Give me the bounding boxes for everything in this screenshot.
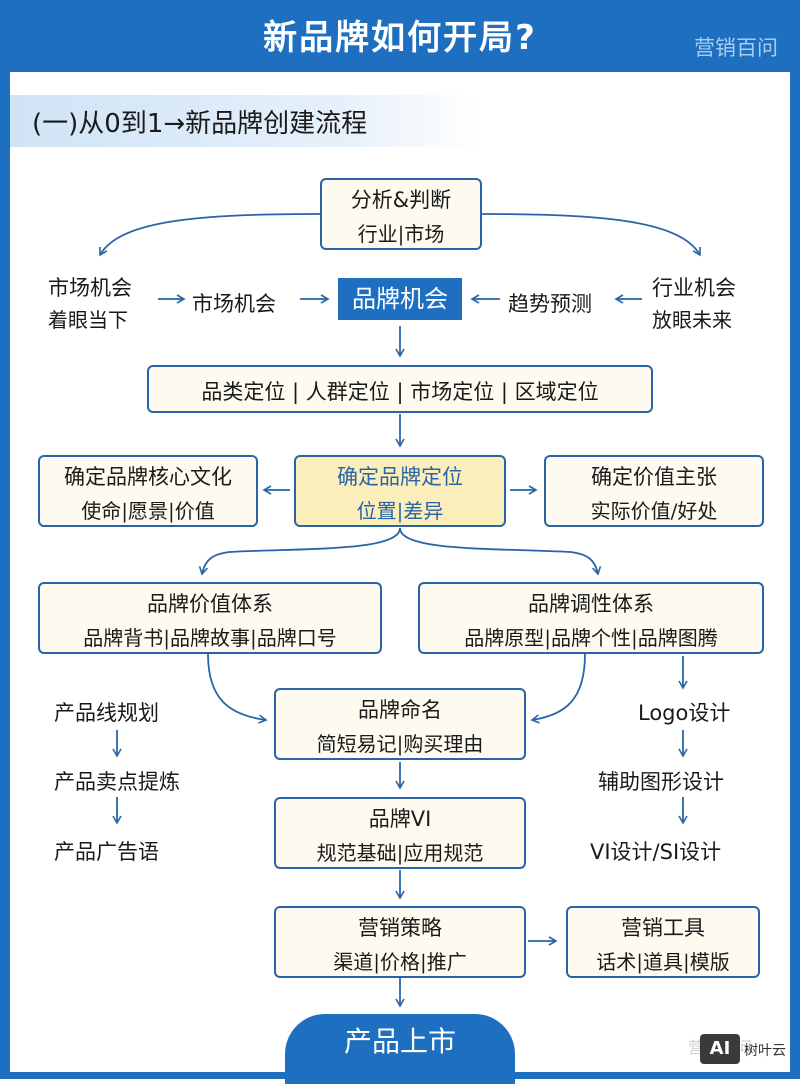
right-chain-item: VI设计/SI设计 [590,840,722,864]
vi-title: 品牌VI [368,807,432,831]
left-chain-item: 产品广告语 [54,840,159,864]
watermark: AI 树叶云 [700,1034,790,1066]
core-culture-title: 确定品牌核心文化 [64,465,232,489]
core-culture-subtitle: 使命|愿景|价值 [81,499,215,523]
right-industry-title: 行业机会 [652,276,736,300]
tone-system-title: 品牌调性体系 [528,592,654,616]
analysis-box: 分析&判断 行业|市场 [320,178,482,250]
left-market-title: 市场机会 [48,276,132,300]
arrow-tone-system-to-naming [530,653,586,724]
naming-box: 品牌命名 简短易记|购买理由 [274,688,526,760]
analysis-title: 分析&判断 [350,188,452,212]
right-industry-subtitle: 放眼未来 [652,308,732,332]
arrow-value-system-to-naming [207,653,268,724]
trend-label: 趋势预测 [508,292,592,316]
ai-logo-icon: AI [700,1034,740,1064]
section-title: (一)从0到1→新品牌创建流程 [32,109,368,139]
analysis-subtitle: 行业|市场 [357,222,445,246]
left-market-subtitle: 着眼当下 [48,308,128,332]
naming-subtitle: 简短易记|购买理由 [316,732,484,756]
brand-opportunity-label: 品牌机会 [338,278,462,320]
vi-box: 品牌VI 规范基础|应用规范 [274,797,526,869]
value-prop-title: 确定价值主张 [591,465,717,489]
value-prop-subtitle: 实际价值/好处 [590,499,718,523]
left-chain-item: 产品卖点提炼 [54,770,180,794]
watermark-text: 树叶云 [744,1043,786,1059]
brand-position-box: 确定品牌定位 位置|差异 [294,455,506,527]
right-chain-item: 辅助图形设计 [598,770,724,794]
vi-subtitle: 规范基础|应用规范 [316,841,484,865]
strategy-subtitle: 渠道|价格|推广 [333,950,467,974]
arrow-analysis-to-left [99,213,321,257]
section-header: (一)从0到1→新品牌创建流程 [10,95,480,147]
value-prop-box: 确定价值主张 实际价值/好处 [544,455,764,527]
value-system-box: 品牌价值体系 品牌背书|品牌故事|品牌口号 [38,582,382,654]
brand-name: 营销百问 [694,36,778,60]
arrow-brand-to-tone-system [399,527,602,576]
arrow-brand-to-value-system [198,527,401,576]
tone-system-subtitle: 品牌原型|品牌个性|品牌图腾 [464,626,718,650]
brand-position-subtitle: 位置|差异 [356,499,444,523]
left-chain-item: 产品线规划 [54,701,159,725]
brand-position-title: 确定品牌定位 [337,465,463,489]
tools-box: 营销工具 话术|道具|模版 [566,906,760,978]
tone-system-box: 品牌调性体系 品牌原型|品牌个性|品牌图腾 [418,582,764,654]
positioning-row-text: 品类定位 | 人群定位 | 市场定位 | 区域定位 [201,380,599,404]
value-system-subtitle: 品牌背书|品牌故事|品牌口号 [83,626,337,650]
strategy-title: 营销策略 [358,916,442,940]
mid-market-label: 市场机会 [192,292,276,316]
right-chain-item: Logo设计 [638,701,731,725]
tools-title: 营销工具 [621,916,705,940]
tools-subtitle: 话术|道具|模版 [596,950,730,974]
core-culture-box: 确定品牌核心文化 使命|愿景|价值 [38,455,258,527]
naming-title: 品牌命名 [358,698,442,722]
launch-banner: 产品上市 [285,1014,515,1084]
arrow-analysis-to-right [481,213,701,257]
value-system-title: 品牌价值体系 [147,592,273,616]
strategy-box: 营销策略 渠道|价格|推广 [274,906,526,978]
page-title: 新品牌如何开局? [263,18,537,58]
positioning-row-box: 品类定位 | 人群定位 | 市场定位 | 区域定位 [147,365,653,413]
